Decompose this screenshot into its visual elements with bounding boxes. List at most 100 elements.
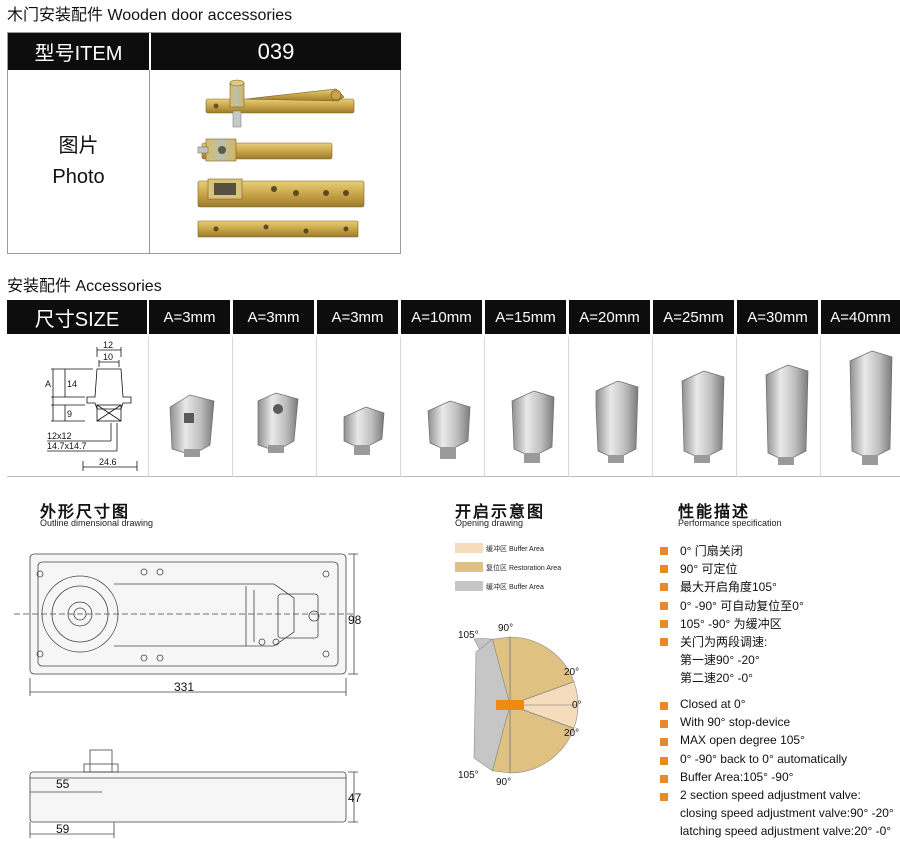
accessory-photos (169, 350, 893, 465)
accessory-piece (849, 350, 893, 465)
size-header-label: 尺寸SIZE (7, 300, 147, 334)
cell-divider (652, 337, 653, 477)
dim-59: 59 (56, 822, 70, 836)
dim-12: 12 (103, 340, 113, 350)
angle-90-bottom: 90° (496, 777, 511, 788)
legend-label: 复位区 Restoration Area (486, 565, 562, 572)
outline-title-en: Outline dimensional drawing (40, 518, 154, 528)
dim-24-6: 24.6 (99, 457, 117, 467)
performance-item: 0° -90° 可自动复位至0° (680, 598, 804, 613)
photo-label-en: Photo (52, 166, 105, 188)
dim-331: 331 (174, 680, 194, 694)
dim-55: 55 (56, 777, 70, 791)
opening-diagram: 105° 90° 20° 0° 20° 105° 90° (458, 623, 582, 788)
performance-item: MAX open degree 105° (680, 733, 805, 748)
performance-title-en: Performance specification (678, 518, 782, 528)
accessories-header-row: 尺寸SIZE A=3mm A=3mm A=3mm A=10mm A=15mm A… (7, 300, 900, 334)
accessory-piece (595, 380, 639, 463)
cell-divider (736, 337, 737, 477)
accessory-piece (427, 400, 471, 459)
accessories-title: 安装配件 Accessories (7, 278, 162, 295)
dim-10: 10 (103, 352, 113, 362)
performance-item: With 90° stop-device (680, 715, 791, 730)
cell-divider (484, 337, 485, 477)
angle-105-top: 105° (458, 630, 479, 641)
size-header-cell: A=3mm (233, 300, 314, 334)
accessory-piece (681, 370, 725, 463)
opening-title-en: Opening drawing (455, 518, 524, 528)
legend-swatch-buffer (455, 543, 483, 553)
bullet-icon (660, 774, 668, 783)
bullet-icon (660, 619, 668, 628)
bullet-icon (660, 702, 668, 710)
performance-item: 关门为两段调速: (680, 635, 768, 649)
size-header-cell: A=25mm (653, 300, 734, 334)
accessory-piece (169, 394, 215, 457)
performance-item: Buffer Area:105° -90° (680, 769, 794, 784)
bullet-icon (660, 756, 668, 765)
bullet-icon (660, 793, 668, 801)
performance-item: Closed at 0° (680, 697, 746, 711)
page-title: 木门安装配件 Wooden door accessories (7, 7, 293, 24)
dim-98: 98 (348, 613, 362, 627)
accessory-dimension-drawing: 12 10 A 14 9 12x12 14.7x14.7 24.6 (45, 340, 138, 471)
performance-item: 90° 可定位 (680, 562, 738, 577)
accessories-body: 12 10 A 14 9 12x12 14.7x14.7 24.6 (7, 337, 900, 477)
size-header-cell: A=30mm (737, 300, 818, 334)
cell-divider (148, 337, 149, 477)
performance-title-cn: 性能描述 (678, 504, 751, 521)
performance-item: 第二速20° -0° (680, 671, 753, 686)
size-header-cell: A=15mm (485, 300, 566, 334)
performance-item: 0° -90° back to 0° automatically (680, 751, 848, 766)
legend-swatch-buffer-2 (455, 581, 483, 591)
dim-a: A (45, 379, 51, 389)
size-header-cell: A=10mm (401, 300, 482, 334)
cell-divider (232, 337, 233, 477)
item-header-label: 型号ITEM (8, 33, 149, 70)
accessory-piece (257, 392, 299, 453)
bullet-icon (660, 565, 668, 574)
performance-item: latching speed adjustment valve:20° -0° (680, 824, 892, 839)
angle-0: 0° (572, 700, 582, 711)
cell-divider (820, 337, 821, 477)
bullet-icon (660, 547, 668, 555)
legend-swatch-restoration (455, 562, 483, 572)
outline-drawing: 98 331 55 47 59 (14, 553, 362, 838)
photo-label-cn: 图片 (58, 135, 99, 157)
performance-item: 0° 门扇关闭 (680, 544, 743, 558)
dim-9: 9 (67, 409, 72, 419)
performance-item: 最大开启角度105° (680, 580, 777, 595)
table-divider (149, 70, 150, 254)
performance-item: closing speed adjustment valve:90° -20° (680, 806, 894, 821)
bullet-icon (660, 638, 668, 646)
cell-divider (568, 337, 569, 477)
product-photo (197, 79, 365, 238)
dim-12x12: 12x12 (47, 431, 72, 441)
cell-divider (316, 337, 317, 477)
legend-label: 缓冲区 Buffer Area (486, 546, 544, 553)
outline-title-cn: 外形尺寸图 (40, 504, 131, 521)
legend-label: 缓冲区 Buffer Area (486, 584, 544, 591)
performance-item: 第一速90° -20° (680, 653, 760, 668)
accessory-piece (765, 364, 809, 465)
photo-label: 图片 Photo (8, 131, 149, 193)
opening-title-cn: 开启示意图 (455, 504, 546, 521)
bullet-icon (660, 583, 668, 592)
item-table: 型号ITEM 039 图片 Photo (7, 32, 401, 254)
size-header-cell: A=40mm (821, 300, 900, 334)
angle-105-bottom: 105° (458, 770, 479, 781)
item-header-value: 039 (151, 33, 401, 70)
size-header-cell: A=3mm (149, 300, 230, 334)
accessory-piece (511, 390, 555, 463)
bullet-icon (660, 720, 668, 729)
dim-14-7: 14.7x14.7 (47, 441, 87, 451)
size-header-cell: A=20mm (569, 300, 650, 334)
cell-divider (400, 337, 401, 477)
size-header-cell: A=3mm (317, 300, 398, 334)
performance-item: 2 section speed adjustment valve: (680, 788, 861, 802)
bullet-icon (660, 601, 668, 610)
bullet-icon (660, 738, 668, 747)
angle-20-bottom: 20° (564, 728, 579, 739)
angle-90-top: 90° (498, 623, 513, 634)
angle-20-top: 20° (564, 667, 579, 678)
